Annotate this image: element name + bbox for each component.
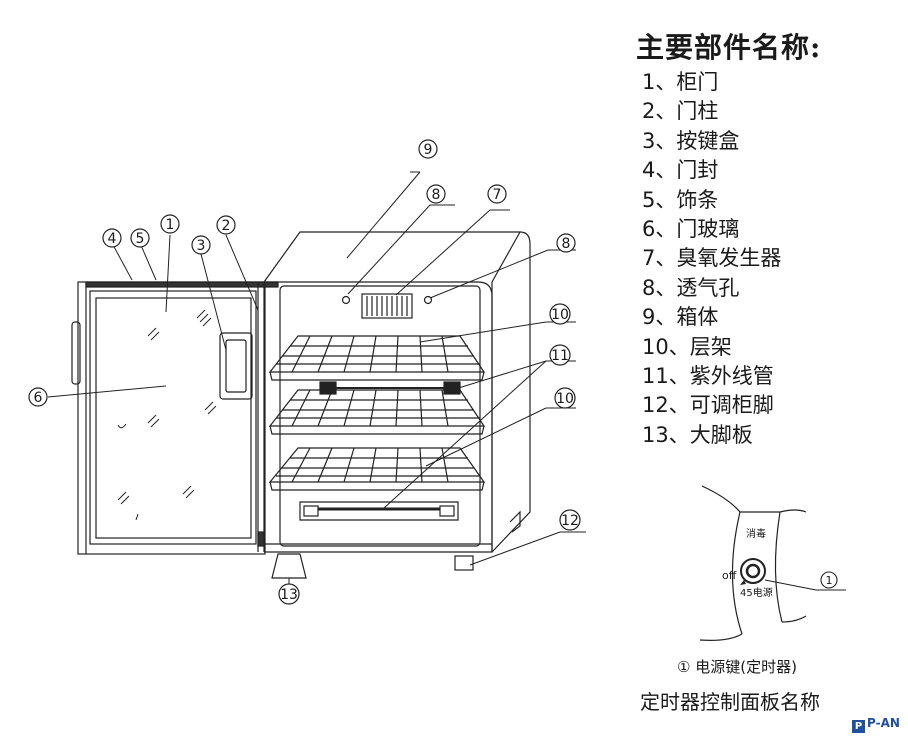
- part-item: 6、门玻璃: [642, 217, 740, 242]
- ozone-generator: [361, 293, 413, 319]
- part-item: 5、饰条: [642, 187, 719, 212]
- vent-hole-right: [423, 295, 433, 305]
- svg-text:9: 9: [424, 142, 433, 158]
- callout-9: 9: [418, 139, 438, 159]
- svg-text:10: 10: [551, 307, 569, 323]
- callout-13: 13: [278, 583, 300, 605]
- panel-callout-1: 1: [820, 571, 838, 589]
- callout-3: 3: [191, 235, 211, 255]
- cabinet-door: [77, 281, 266, 555]
- cabinet-body: [263, 231, 531, 553]
- svg-text:12: 12: [561, 513, 579, 529]
- parts-list: 1、柜门 2、门柱 3、按键盒 4、门封 5、饰条 6、门玻璃 7、臭氧发生器 …: [642, 68, 781, 450]
- rear-foot: [509, 510, 521, 533]
- svg-text:6: 6: [34, 390, 43, 406]
- part-item: 2、门柱: [642, 99, 719, 124]
- shelf-bottom: [268, 447, 486, 491]
- part-item: 11、紫外线管: [642, 364, 774, 389]
- callout-6: 6: [28, 387, 48, 407]
- panel-title: 定时器控制面板名称: [640, 690, 820, 714]
- power-knob[interactable]: [740, 558, 766, 585]
- part-item: 1、柜门: [642, 70, 719, 94]
- panel-power-label: 45电源: [740, 586, 773, 599]
- part-item: 4、门封: [642, 158, 719, 183]
- leader-lines: [47, 171, 586, 586]
- glass-reflection: [117, 309, 217, 521]
- callout-1: 1: [160, 214, 180, 234]
- callout-2: 2: [216, 215, 236, 235]
- part-item: 12、可调柜脚: [642, 393, 774, 418]
- door-handle: [71, 321, 81, 385]
- callout-7: 7: [487, 184, 507, 204]
- callout-8-right: 8: [556, 233, 576, 253]
- svg-text:8: 8: [432, 187, 441, 203]
- callout-5: 5: [130, 228, 150, 248]
- callout-12: 12: [559, 509, 581, 531]
- shelf-top: [268, 335, 486, 381]
- part-item: 8、透气孔: [642, 275, 740, 300]
- svg-text:5: 5: [136, 231, 145, 247]
- callout-10-top: 10: [549, 303, 571, 325]
- part-item: 13、大脚板: [642, 422, 753, 447]
- uv-tube-upper: [319, 381, 461, 395]
- part-item: 9、箱体: [642, 305, 719, 330]
- svg-text:8: 8: [562, 236, 571, 252]
- svg-text:7: 7: [493, 187, 502, 203]
- svg-text:1: 1: [166, 217, 175, 233]
- svg-text:1: 1: [826, 574, 833, 587]
- door-seal: [85, 281, 279, 288]
- door-pillar: [257, 282, 265, 552]
- svg-text:4: 4: [108, 231, 117, 247]
- panel-off-label: off: [722, 569, 737, 582]
- part-item: 10、层架: [642, 334, 732, 359]
- panel-caption: ① 电源键(定时器): [677, 658, 797, 676]
- callout-10-bottom: 10: [554, 387, 576, 409]
- button-box: [219, 332, 253, 400]
- part-item: 7、臭氧发生器: [642, 246, 782, 271]
- timer-panel: [699, 485, 807, 641]
- panel-leader: [764, 579, 817, 591]
- foot-plate: [271, 553, 307, 579]
- svg-text:13: 13: [280, 587, 298, 603]
- logo-text: P-AN: [867, 716, 900, 730]
- svg-text:3: 3: [197, 238, 206, 254]
- callout-4: 4: [102, 228, 122, 248]
- callout-8-top: 8: [426, 184, 446, 204]
- part-item: 3、按键盒: [642, 128, 740, 153]
- logo-mark-icon: P: [852, 720, 865, 733]
- svg-text:11: 11: [551, 348, 569, 364]
- parts-title: 主要部件名称:: [636, 31, 822, 64]
- svg-text:2: 2: [222, 218, 231, 234]
- shelf-middle: [268, 389, 486, 435]
- panel-disinfect-label: 消毒: [746, 527, 766, 540]
- callout-11: 11: [549, 344, 571, 366]
- vent-hole-left: [341, 295, 351, 305]
- adjustable-foot: [454, 555, 474, 571]
- svg-text:10: 10: [556, 391, 574, 407]
- uv-tube-lower: [299, 501, 459, 521]
